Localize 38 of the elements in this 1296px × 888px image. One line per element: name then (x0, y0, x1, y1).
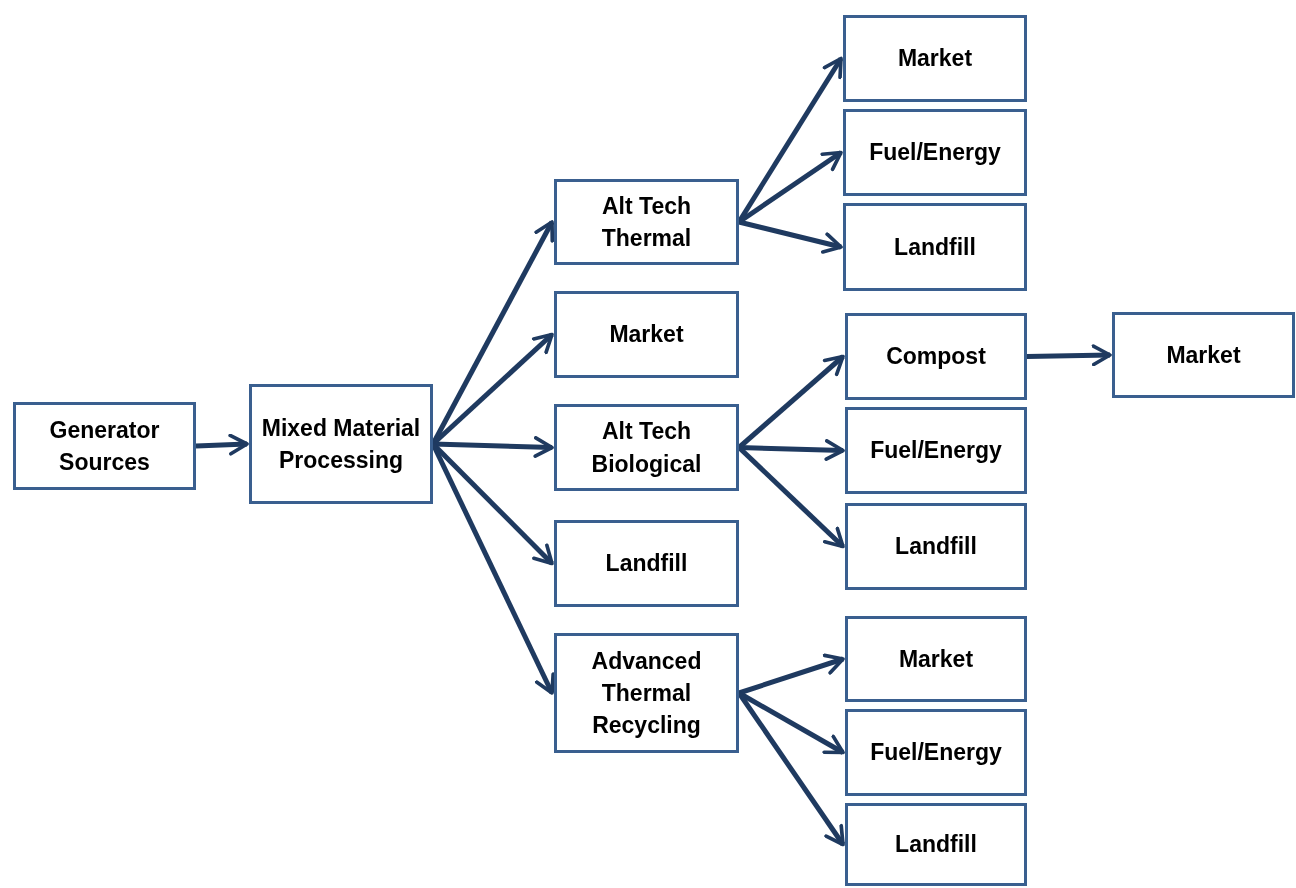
box-label: Market (1165, 340, 1242, 370)
process-box (554, 404, 739, 491)
box-label: Mixed Material Processing (260, 413, 422, 475)
box-label: Alt Tech Biological (590, 417, 703, 479)
box-label: Landfill (894, 830, 978, 860)
process-box (845, 313, 1027, 400)
process-box (843, 109, 1027, 196)
process-box (554, 633, 739, 753)
box-label: Landfill (893, 232, 977, 262)
box-label: Market (896, 44, 974, 74)
box-label: Generator Sources (48, 415, 161, 477)
process-box (845, 407, 1027, 494)
process-box (845, 616, 1027, 702)
process-box (554, 520, 739, 607)
process-box (845, 803, 1027, 886)
process-box (13, 402, 196, 490)
box-label: Compost (885, 342, 987, 372)
process-box (845, 709, 1027, 796)
process-box (845, 503, 1027, 590)
box-label: Landfill (894, 532, 978, 562)
box-label: Fuel/Energy (868, 138, 1002, 168)
box-label: Market (897, 644, 975, 674)
arrow (1026, 344, 1112, 367)
box-label: Fuel/Energy (869, 738, 1003, 768)
arrow (738, 219, 843, 254)
process-box (249, 384, 433, 504)
process-box (554, 179, 739, 265)
box-label: Landfill (604, 549, 689, 579)
box-label: Alt Tech Thermal (600, 191, 693, 253)
process-box (1112, 312, 1295, 398)
box-label: Market (608, 320, 685, 350)
arrow (738, 653, 845, 696)
box-label: Advanced Thermal Recycling (590, 646, 703, 741)
arrow (195, 433, 249, 456)
process-box (843, 15, 1027, 102)
process-box (554, 291, 739, 378)
box-label: Fuel/Energy (869, 436, 1003, 466)
process-box (843, 203, 1027, 291)
